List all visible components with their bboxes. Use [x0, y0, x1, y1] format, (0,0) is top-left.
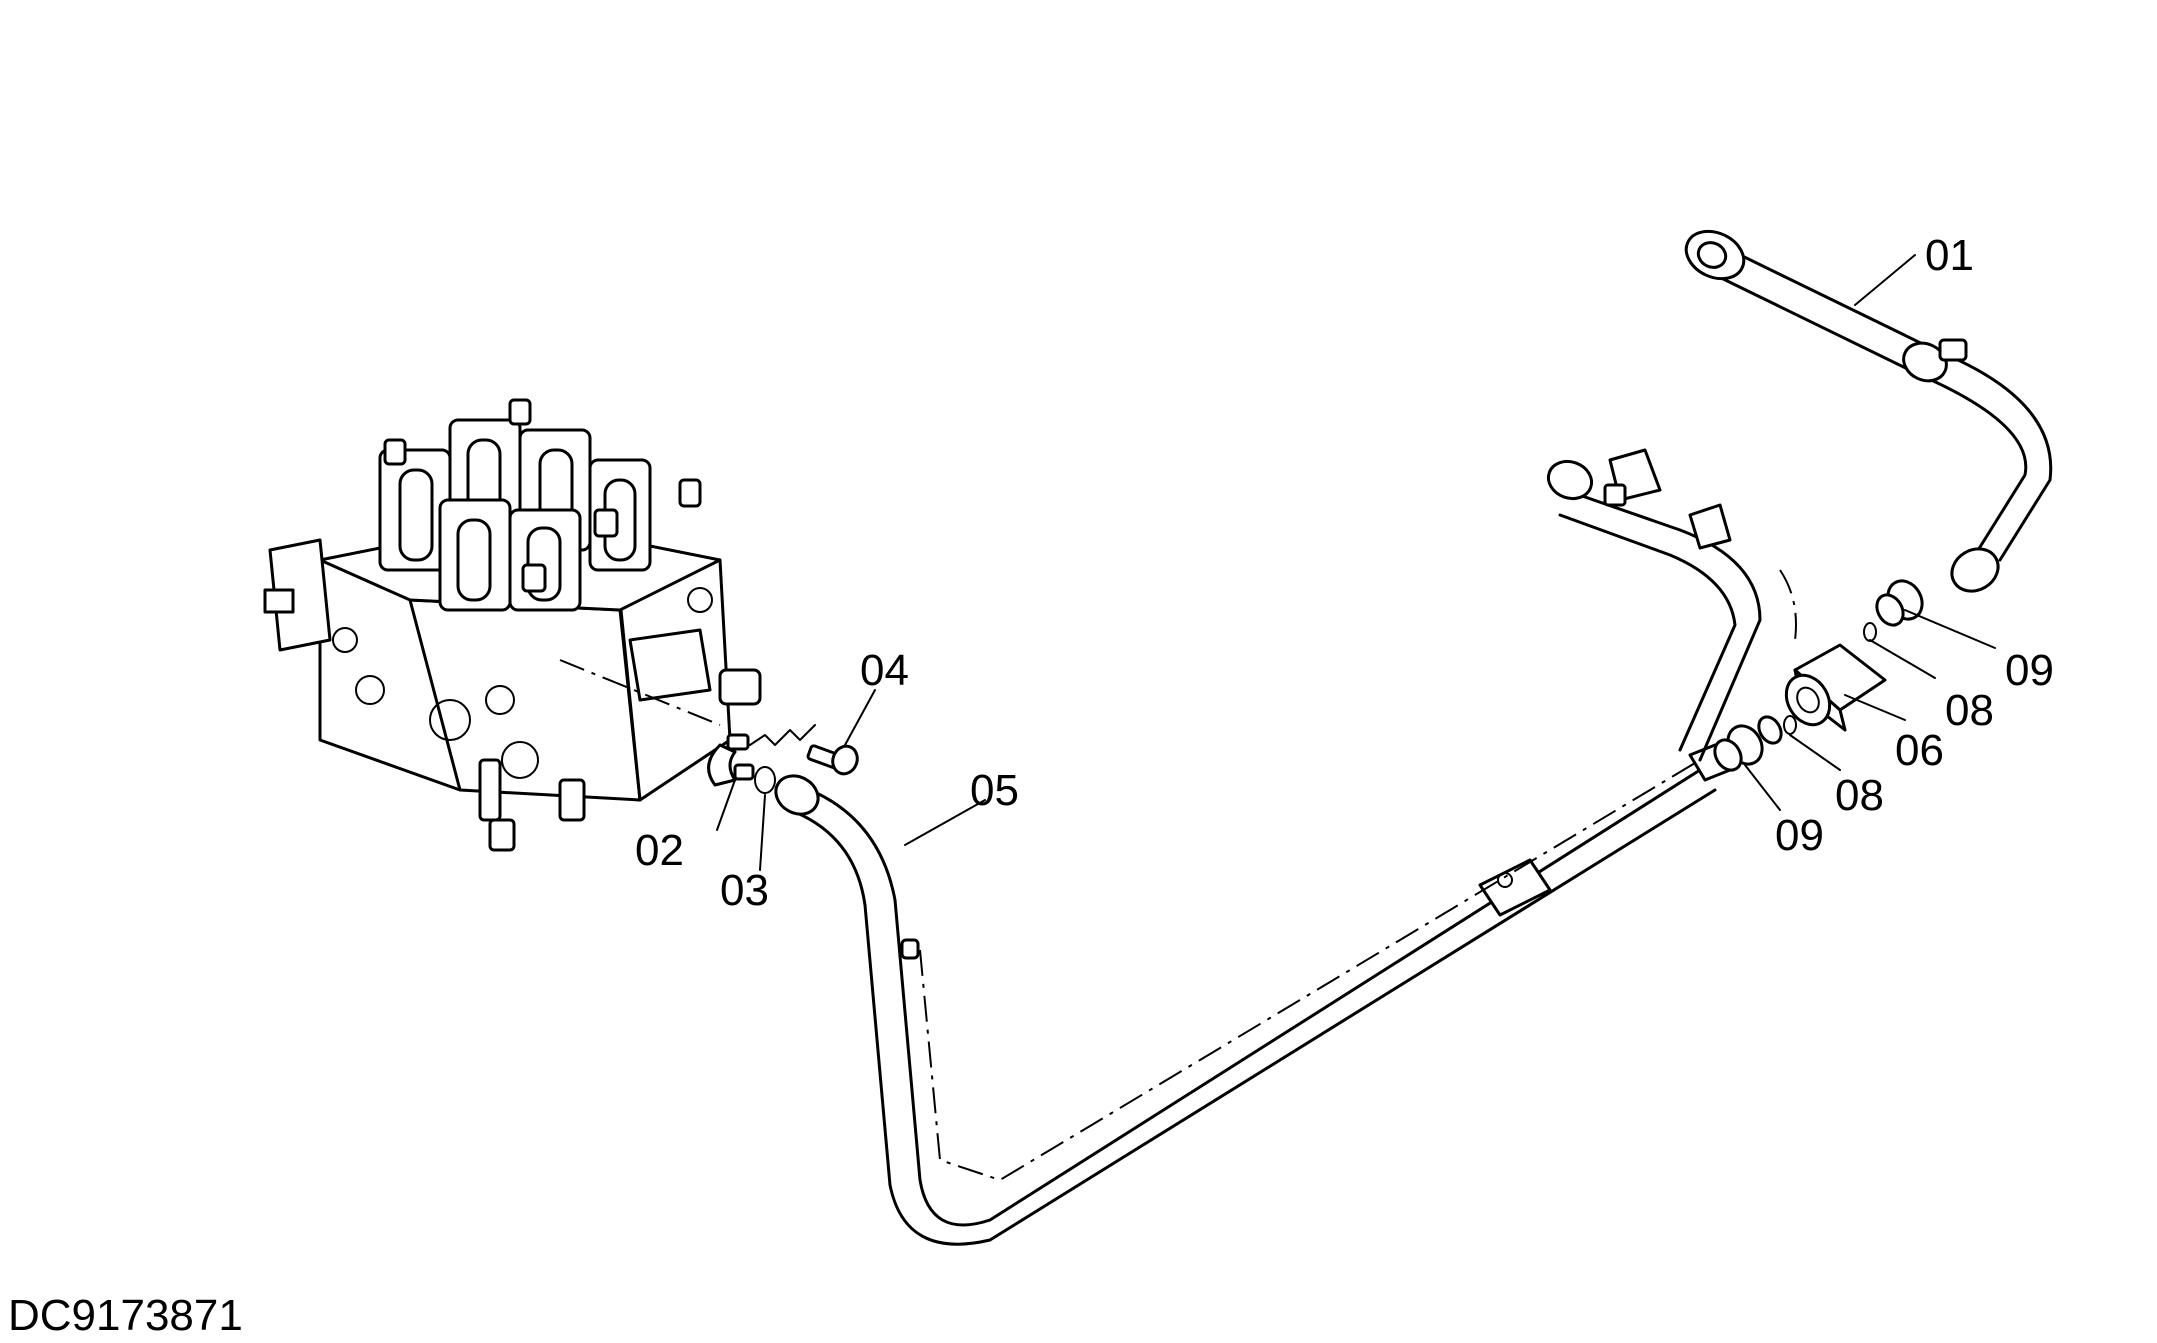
- control-valve-assembly: [263, 398, 762, 852]
- background-hose: [1546, 448, 1797, 762]
- callout-05: 05: [970, 766, 1019, 815]
- fitting-06: [1784, 643, 1887, 732]
- callout-03: 03: [720, 866, 769, 915]
- callout-01: 01: [1925, 231, 1974, 280]
- bolt-04: [749, 724, 859, 776]
- tube-05: [774, 743, 1732, 1246]
- callout-06: 06: [1895, 726, 1944, 775]
- leader-lines: [716, 254, 1996, 871]
- callout-04: 04: [860, 646, 909, 695]
- tube-01: [1684, 229, 2053, 593]
- callout-09-upper: 09: [2005, 646, 2054, 695]
- clamp-02: [707, 733, 755, 787]
- fitting-09-lower: [1713, 715, 1783, 772]
- o-ring-03: [754, 766, 776, 794]
- callout-08-upper: 08: [1945, 686, 1994, 735]
- callout-02: 02: [635, 826, 684, 875]
- callout-08-lower: 08: [1835, 771, 1884, 820]
- o-ring-08-upper: [1863, 622, 1877, 642]
- drawing-code: DC9173871: [8, 1291, 243, 1340]
- fitting-09-upper: [1875, 579, 1924, 627]
- o-ring-08-lower: [1783, 715, 1797, 735]
- callout-09-lower: 09: [1775, 811, 1824, 860]
